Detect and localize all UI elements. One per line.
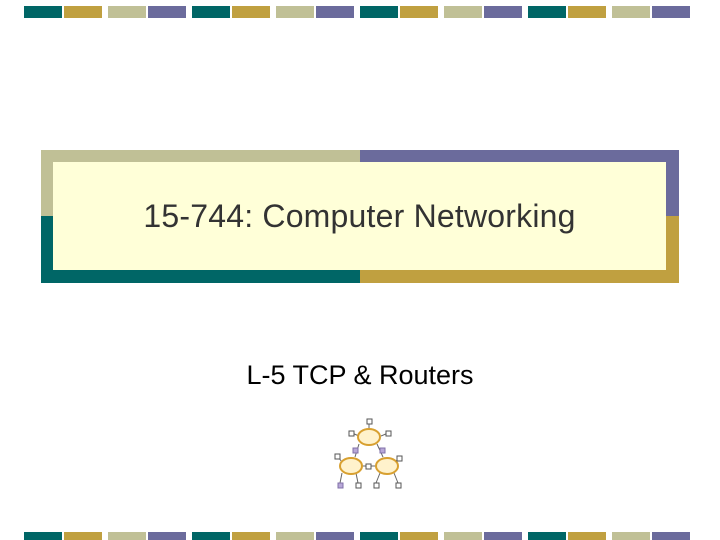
stripe-segment — [24, 6, 62, 18]
bottom-stripe-bar — [0, 532, 720, 540]
stripe-segment — [612, 6, 650, 18]
stripe-segment — [64, 532, 102, 540]
stripe-segment — [316, 6, 354, 18]
slide-subtitle: L-5 TCP & Routers — [246, 360, 474, 390]
stripe-segment — [484, 6, 522, 18]
stripe-segment — [652, 532, 690, 540]
stripe-segment — [192, 532, 230, 540]
top-stripe-bar — [0, 6, 720, 18]
stripe-segment — [316, 532, 354, 540]
stripe-segment — [24, 532, 62, 540]
stripe-segment — [400, 6, 438, 18]
stripe-segment — [444, 532, 482, 540]
stripe-segment — [108, 532, 146, 540]
stripe-segment — [232, 6, 270, 18]
stripe-segment — [444, 6, 482, 18]
stripe-segment — [192, 6, 230, 18]
network-clouds-icon — [334, 418, 403, 489]
stripe-segment — [148, 6, 186, 18]
stripe-segment — [528, 6, 566, 18]
stripe-segment — [400, 532, 438, 540]
stripe-segment — [612, 532, 650, 540]
stripe-segment — [360, 532, 398, 540]
stripe-segment — [148, 532, 186, 540]
stripe-segment — [232, 532, 270, 540]
stripe-segment — [568, 6, 606, 18]
stripe-segment — [360, 6, 398, 18]
stripe-segment — [528, 532, 566, 540]
stripe-segment — [64, 6, 102, 18]
stripe-segment — [568, 532, 606, 540]
title-box: 15-744: Computer Networking — [53, 162, 666, 270]
stripe-segment — [276, 532, 314, 540]
stripe-segment — [276, 6, 314, 18]
slide-title: 15-744: Computer Networking — [143, 197, 576, 234]
stripe-segment — [652, 6, 690, 18]
stripe-segment — [108, 6, 146, 18]
stripe-segment — [484, 532, 522, 540]
